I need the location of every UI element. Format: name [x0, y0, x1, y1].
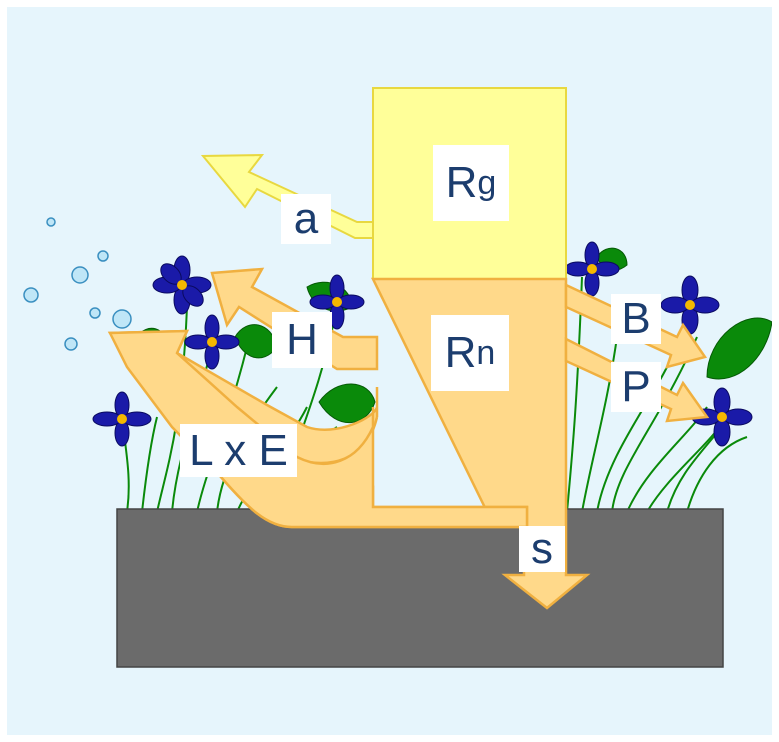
- flower: [309, 274, 365, 330]
- label-le-text: L x E: [189, 425, 288, 475]
- flowers: [92, 241, 753, 447]
- label-rg-main: R: [445, 158, 478, 207]
- bubble: [112, 309, 132, 329]
- flower: [92, 391, 152, 447]
- label-s: s: [519, 526, 565, 572]
- leaf: [318, 383, 376, 424]
- label-a: a: [281, 194, 331, 244]
- label-a-text: a: [293, 194, 319, 243]
- leaf: [706, 317, 772, 380]
- flower: [660, 275, 720, 335]
- bubble: [97, 250, 109, 262]
- label-s-text: s: [531, 524, 553, 573]
- flower: [184, 314, 240, 370]
- soil-block: [116, 508, 724, 668]
- leaf: [234, 324, 278, 359]
- bubble: [64, 337, 78, 351]
- bubble: [46, 217, 56, 227]
- label-le: L x E: [180, 424, 297, 477]
- label-p: P: [611, 362, 661, 412]
- flower: [152, 255, 212, 315]
- bubble: [89, 307, 101, 319]
- bubble: [71, 266, 89, 284]
- label-b: B: [611, 294, 661, 344]
- label-b-text: B: [621, 294, 651, 343]
- label-p-text: P: [621, 362, 651, 411]
- label-rn-main: R: [444, 328, 477, 377]
- bubble: [23, 287, 39, 303]
- label-h: H: [272, 312, 332, 368]
- label-h-text: H: [286, 315, 318, 364]
- bubbles: [23, 217, 132, 351]
